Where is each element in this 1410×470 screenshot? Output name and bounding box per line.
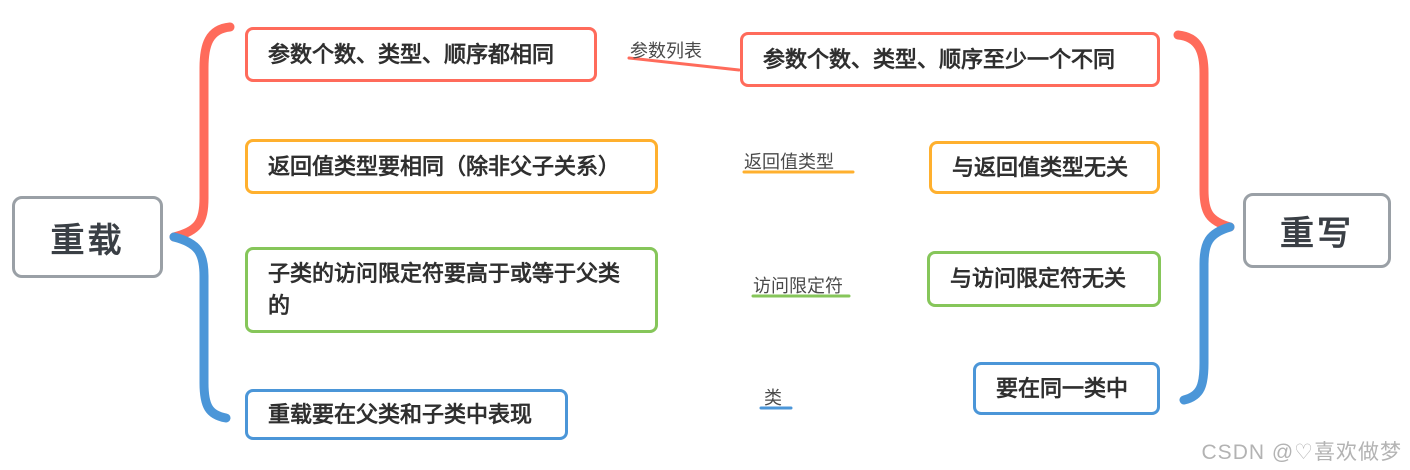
right-brace-top [1173, 30, 1235, 232]
left-item-return-type-rule-text: 返回值类型要相同（除非父子关系） [268, 153, 621, 179]
right-item-class-scope-rule: 要在同一类中 [973, 362, 1160, 415]
left-brace-bottom [169, 232, 231, 423]
override-node: 重写 [1243, 193, 1391, 268]
relation-label-return-type-text: 返回值类型 [744, 152, 834, 172]
right-brace-bottom [1179, 222, 1235, 405]
right-item-parameter-rule: 参数个数、类型、顺序至少一个不同 [740, 32, 1160, 87]
right-item-parameter-rule-text: 参数个数、类型、顺序至少一个不同 [763, 46, 1116, 72]
relation-label-access-specifier-text: 访问限定符 [753, 276, 843, 296]
relation-label-class-text: 类 [764, 388, 782, 408]
left-item-parameter-rule-text: 参数个数、类型、顺序都相同 [268, 41, 555, 67]
right-item-access-specifier-rule-text: 与访问限定符无关 [950, 266, 1127, 292]
left-item-class-scope-rule-text: 重载要在父类和子类中表现 [268, 401, 533, 427]
watermark: CSDN @♡喜欢做梦 [1202, 436, 1402, 466]
right-item-return-type-rule: 与返回值类型无关 [929, 141, 1160, 194]
overload-node: 重载 [12, 196, 163, 278]
right-item-class-scope-rule-text: 要在同一类中 [996, 375, 1129, 401]
relation-label-access-specifier: 访问限定符 [753, 272, 843, 298]
left-item-access-specifier-rule: 子类的访问限定符要高于或等于父类的 [245, 247, 658, 333]
left-item-class-scope-rule: 重载要在父类和子类中表现 [245, 389, 568, 440]
left-item-access-specifier-rule-text: 子类的访问限定符要高于或等于父类的 [268, 261, 621, 318]
override-node-label: 重写 [1280, 215, 1354, 253]
overload-node-label: 重载 [50, 221, 125, 260]
right-item-access-specifier-rule: 与访问限定符无关 [927, 251, 1161, 307]
relation-label-return-type: 返回值类型 [744, 148, 834, 174]
relation-label-parameter-list: 参数列表 [630, 37, 702, 63]
left-brace-top [169, 22, 235, 242]
left-item-parameter-rule: 参数个数、类型、顺序都相同 [245, 27, 597, 82]
relation-label-class: 类 [764, 384, 782, 410]
watermark-text: CSDN @♡喜欢做梦 [1201, 441, 1402, 464]
right-item-return-type-rule-text: 与返回值类型无关 [952, 154, 1129, 180]
relation-label-parameter-list-text: 参数列表 [630, 41, 702, 61]
left-item-return-type-rule: 返回值类型要相同（除非父子关系） [245, 139, 658, 194]
